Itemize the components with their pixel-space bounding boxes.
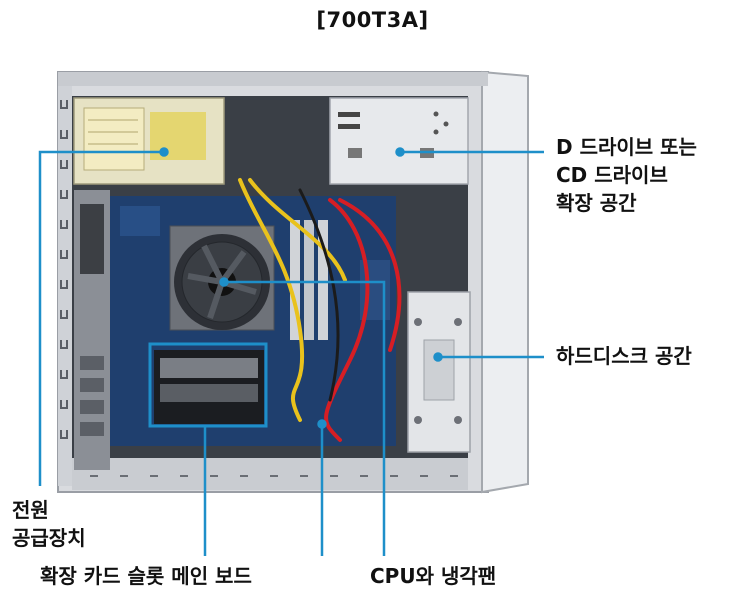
- label-optical-line-2: CD 드라이브: [556, 163, 668, 187]
- memory-slots: [290, 220, 328, 340]
- label-expansion-slot-mainboard: 확장 카드 슬롯 메인 보드: [40, 564, 252, 588]
- optical-drive-bay: [329, 97, 469, 185]
- expansion-slot-highlight: [148, 342, 268, 428]
- label-optical-line-3: 확장 공간: [556, 191, 637, 215]
- rear-slot-covers: [74, 190, 110, 470]
- hdd-cage: [407, 291, 471, 453]
- psu-unit: [73, 97, 225, 185]
- callout-line-cpu: [224, 280, 386, 556]
- callout-dot-psu: [159, 147, 169, 157]
- label-optical-line-1: D 드라이브 또는: [556, 135, 697, 159]
- label-psu-line-1: 전원: [12, 498, 49, 522]
- label-psu: 전원 공급장치: [12, 496, 86, 552]
- callout-line-psu: [38, 150, 164, 486]
- callout-lines: [38, 147, 544, 556]
- diagram-title: [700T3A]: [316, 8, 429, 32]
- label-cpu-fan: CPU와 냉각팬: [370, 564, 497, 588]
- callout-dot-cpu: [219, 277, 229, 287]
- power-cables: [238, 178, 402, 442]
- label-optical-bay: D 드라이브 또는 CD 드라이브 확장 공간: [556, 133, 697, 217]
- callout-dot-hdd: [433, 352, 443, 362]
- expansion-card: [154, 350, 264, 424]
- callout-dot-optical: [395, 147, 405, 157]
- case-left-rail: [58, 86, 72, 486]
- label-psu-line-2: 공급장치: [12, 526, 86, 550]
- callout-dot-mainboard: [317, 419, 327, 429]
- label-hdd-bay: 하드디스크 공간: [556, 344, 692, 368]
